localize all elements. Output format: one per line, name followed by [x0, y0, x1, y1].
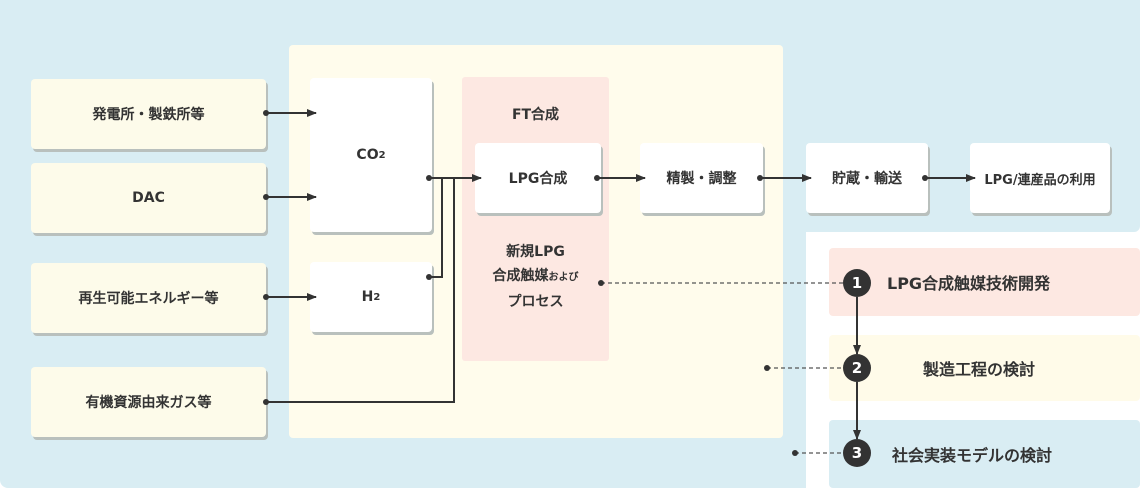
- ft-synthesis-panel: [462, 77, 609, 361]
- step-1-label: LPG合成触媒技術開発: [887, 274, 1051, 293]
- source-renewable: 再生可能エネルギー等: [31, 263, 266, 333]
- source-organic-gas: 有機資源由来ガス等: [31, 367, 266, 437]
- ft-title: FT合成: [511, 107, 560, 123]
- h2-label: H: [361, 289, 374, 305]
- step-3-label: 社会実装モデルの検討: [892, 446, 1053, 465]
- lpg-use-box: LPG/連産品の利用: [970, 143, 1110, 213]
- catalyst-text: 新規LPG 合成触媒および プロセス: [462, 240, 609, 314]
- step-1-badge: 1: [843, 269, 871, 297]
- storage-transport-box: 貯蔵・輸送: [806, 143, 928, 213]
- step-2-label: 製造工程の検討: [923, 360, 1036, 379]
- line-organic-merge: [266, 178, 455, 403]
- catalyst-line2: 合成触媒: [492, 268, 549, 284]
- step-2-badge: 2: [843, 354, 871, 382]
- step-3-row: 社会実装モデルの検討: [829, 420, 1140, 488]
- step-2-row: 製造工程の検討: [829, 335, 1140, 401]
- catalyst-and: および: [548, 272, 579, 283]
- co2-sub: 2: [378, 149, 386, 161]
- catalyst-line3: プロセス: [507, 294, 564, 310]
- co2-label: CO: [356, 147, 379, 163]
- step-1-row: LPG合成触媒技術開発: [829, 248, 1140, 316]
- line-h2-merge: [429, 178, 443, 278]
- h2-sub: 2: [373, 291, 381, 303]
- refining-box: 精製・調整: [640, 143, 763, 213]
- step-3-badge: 3: [843, 439, 871, 467]
- lpg-synthesis-box: LPG合成: [475, 143, 601, 213]
- source-dac: DAC: [31, 163, 266, 233]
- catalyst-line1: 新規LPG: [506, 244, 565, 260]
- source-power-steel: 発電所・製鉄所等: [31, 79, 266, 149]
